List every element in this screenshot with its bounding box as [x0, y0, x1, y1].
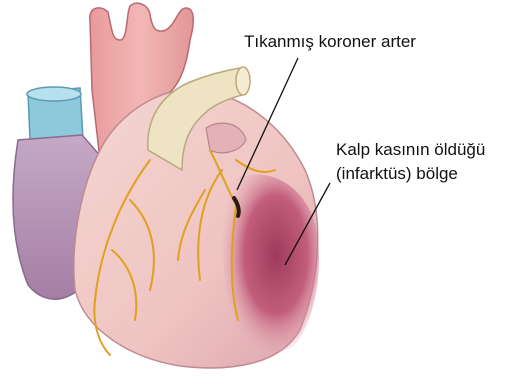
- infarct-label-line2: (infarktüs) bölge: [336, 163, 458, 185]
- vena-cava-opening: [27, 87, 81, 101]
- blocked-artery-label: Tıkanmış koroner arter: [244, 31, 416, 53]
- infarct-label-line1: Kalp kasının öldüğü: [336, 139, 485, 161]
- artery-end: [236, 67, 250, 95]
